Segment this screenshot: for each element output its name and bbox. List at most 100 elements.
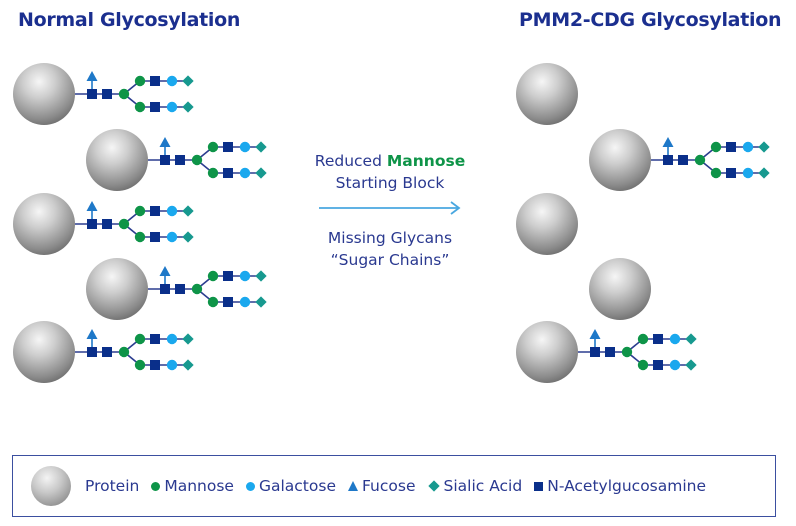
glcnac-square	[663, 155, 673, 165]
reduced-mannose-caption: Reduced Mannose Starting Block	[290, 150, 490, 194]
protein-unit	[13, 193, 194, 255]
mannose-circle	[694, 154, 706, 166]
mannose-circle	[637, 333, 649, 345]
legend-item-protein: Protein	[31, 466, 139, 506]
glycan-chain	[148, 137, 267, 179]
glcnac-square	[605, 347, 615, 357]
fucose-triangle	[86, 201, 98, 211]
glcnac-square	[653, 360, 663, 370]
mannose-circle	[118, 346, 130, 358]
galactose-circle	[166, 333, 178, 345]
pmm2-proteins	[516, 63, 770, 383]
glycan-chain	[578, 329, 697, 371]
glcnac-square	[87, 219, 97, 229]
glcnac-square	[223, 168, 233, 178]
protein-unit	[516, 321, 697, 383]
protein-unit	[13, 321, 194, 383]
sialic-acid-diamond	[758, 167, 770, 179]
sialic-acid-diamond	[255, 141, 267, 153]
caption-starting-block: Starting Block	[335, 174, 445, 192]
protein-sphere	[589, 258, 651, 320]
fucose-triangle	[662, 137, 674, 147]
protein-unit	[86, 129, 267, 191]
mannose-circle	[207, 270, 219, 282]
mannose-circle	[134, 101, 146, 113]
sialic-acid-diamond	[685, 333, 697, 345]
mannose-circle	[134, 205, 146, 217]
galactose-circle	[166, 101, 178, 113]
mannose-circle	[118, 218, 130, 230]
glcnac-square	[175, 155, 185, 165]
galactose-circle	[166, 205, 178, 217]
galactose-circle	[239, 296, 251, 308]
fucose-triangle	[159, 266, 171, 276]
transition-arrow	[319, 201, 461, 215]
mannose-circle	[207, 296, 219, 308]
glcnac-square	[102, 219, 112, 229]
sialic-acid-diamond	[182, 359, 194, 371]
mannose-circle	[134, 75, 146, 87]
missing-glycans-caption: Missing Glycans “Sugar Chains”	[290, 227, 490, 271]
protein-unit	[516, 193, 578, 255]
protein-sphere	[86, 129, 148, 191]
blue-triangle-icon	[347, 481, 358, 491]
protein-sphere	[589, 129, 651, 191]
glycan-chain	[75, 71, 194, 113]
glcnac-square	[726, 168, 736, 178]
glcnac-square	[160, 284, 170, 294]
galactose-circle	[239, 141, 251, 153]
sialic-acid-diamond	[182, 333, 194, 345]
galactose-circle	[166, 359, 178, 371]
protein-sphere-icon	[31, 466, 71, 506]
legend-label: Sialic Acid	[443, 477, 523, 495]
sialic-acid-diamond	[182, 75, 194, 87]
protein-sphere	[516, 321, 578, 383]
legend-label: Fucose	[361, 477, 416, 495]
sialic-acid-diamond	[255, 270, 267, 282]
glcnac-square	[160, 155, 170, 165]
legend: Protein Mannose Galactose Fucose Sialic …	[12, 455, 776, 517]
sialic-acid-diamond	[255, 167, 267, 179]
normal-glycosylation-title: Normal Glycosylation	[18, 9, 241, 31]
glcnac-square	[223, 142, 233, 152]
arrow-head-icon	[450, 201, 461, 215]
legend-label: Galactose	[258, 477, 336, 495]
caption-missing-glycans: Missing Glycans	[327, 229, 453, 247]
glcnac-square	[223, 271, 233, 281]
glcnac-square	[150, 360, 160, 370]
legend-item-mannose: Mannose	[151, 477, 234, 495]
glcnac-square	[678, 155, 688, 165]
glcnac-square	[175, 284, 185, 294]
mannose-circle	[710, 141, 722, 153]
mannose-circle	[191, 283, 203, 295]
mannose-circle	[710, 167, 722, 179]
glcnac-square	[150, 232, 160, 242]
galactose-circle	[742, 141, 754, 153]
mannose-circle	[134, 359, 146, 371]
legend-item-sialic-acid: Sialic Acid	[427, 477, 523, 495]
fucose-triangle	[589, 329, 601, 339]
galactose-circle	[166, 231, 178, 243]
fucose-triangle	[86, 71, 98, 81]
legend-label: Protein	[85, 477, 140, 495]
protein-sphere	[13, 321, 75, 383]
protein-unit	[86, 258, 267, 320]
galactose-circle	[239, 270, 251, 282]
caption-mannose: Mannose	[386, 152, 466, 170]
galactose-circle	[742, 167, 754, 179]
caption-sugar-chains: “Sugar Chains”	[330, 251, 450, 269]
mannose-circle	[118, 88, 130, 100]
legend-item-glcnac: N-Acetylgucosamine	[534, 477, 706, 495]
sialic-acid-diamond	[685, 359, 697, 371]
normal-proteins	[13, 63, 267, 383]
sialic-acid-diamond	[182, 101, 194, 113]
protein-sphere	[516, 63, 578, 125]
glycan-chain	[148, 266, 267, 308]
legend-item-fucose: Fucose	[347, 477, 416, 495]
glycan-chain	[75, 201, 194, 243]
protein-unit	[589, 258, 651, 320]
protein-sphere	[13, 193, 75, 255]
navy-square-icon	[534, 481, 544, 491]
galactose-circle	[669, 333, 681, 345]
legend-label: N-Acetylgucosamine	[547, 477, 707, 495]
